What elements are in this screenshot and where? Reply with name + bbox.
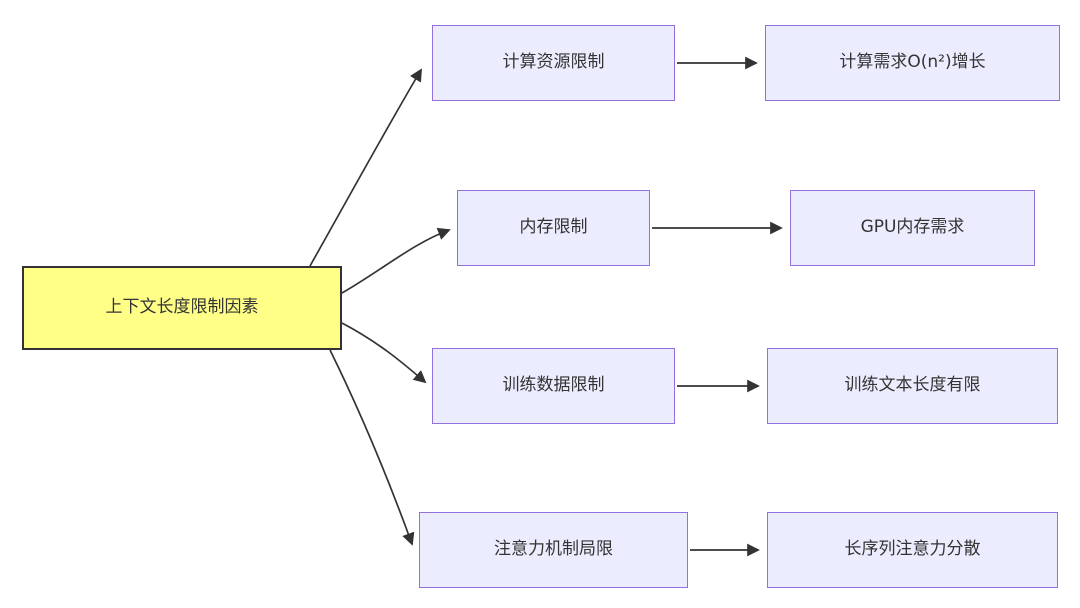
- edge-root-to-training-data-limit: [341, 322, 427, 384]
- node-memory-limit: 内存限制: [457, 190, 650, 266]
- edge-root-to-compute-limit: [309, 68, 422, 267]
- node-compute-demand-on2-growth: 计算需求O(n²)增长: [765, 25, 1060, 101]
- node-long-sequence-attention-dispersion: 长序列注意力分散: [767, 512, 1058, 588]
- node-training-data-limit: 训练数据限制: [432, 348, 675, 424]
- edge-root-to-attention-limit: [329, 349, 415, 546]
- node-compute-resource-limit: 计算资源限制: [432, 25, 675, 101]
- node-gpu-memory-demand: GPU内存需求: [790, 190, 1035, 266]
- node-attention-mechanism-limit: 注意力机制局限: [419, 512, 688, 588]
- node-root-context-length-factors: 上下文长度限制因素: [22, 266, 342, 350]
- node-training-text-length-limited: 训练文本长度有限: [767, 348, 1058, 424]
- edge-root-to-memory-limit: [341, 227, 451, 294]
